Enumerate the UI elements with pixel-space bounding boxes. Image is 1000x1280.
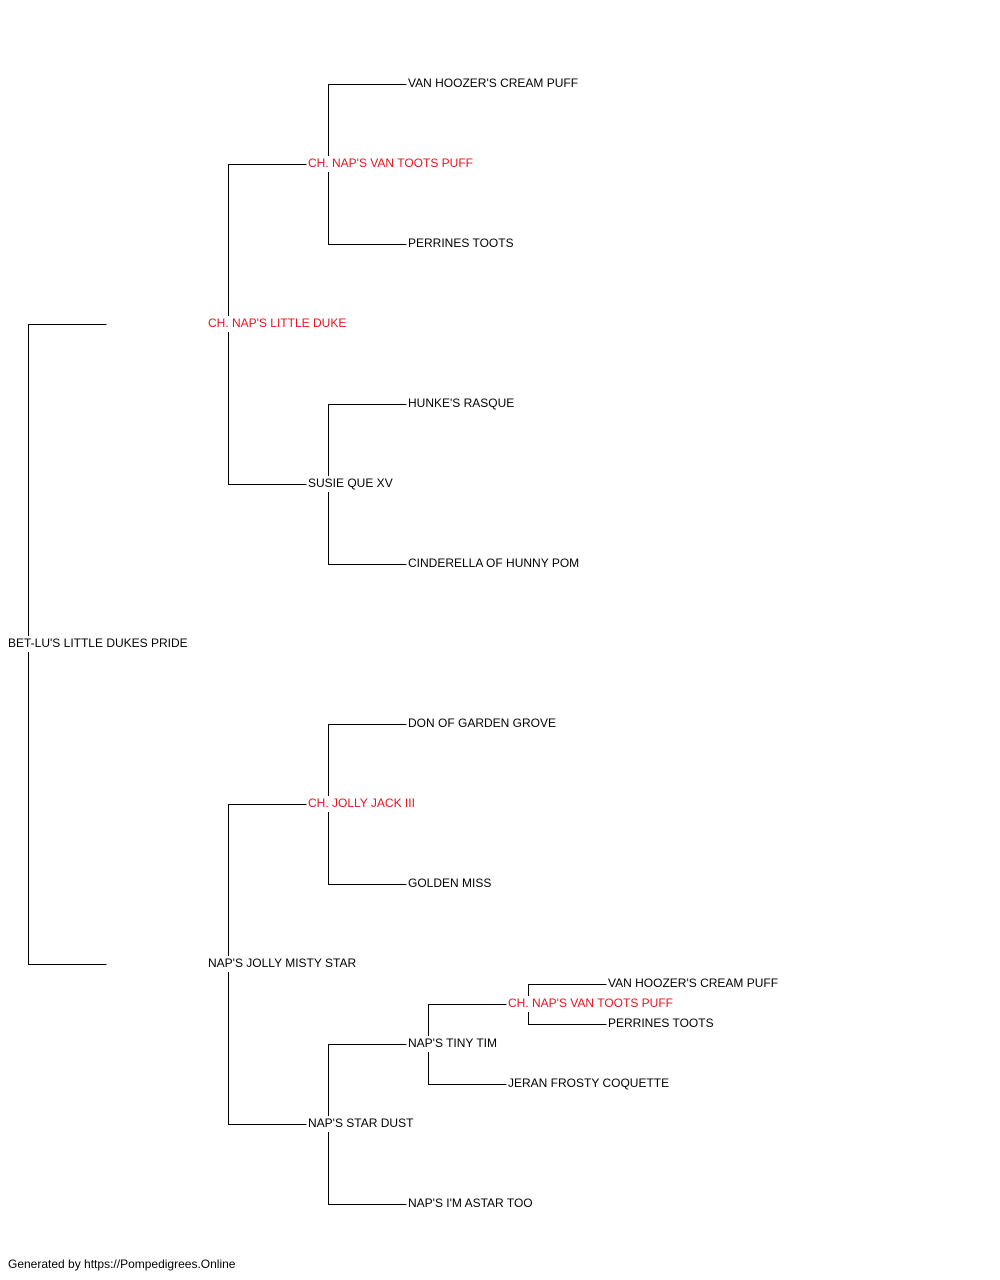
dog-name-sire-sire-sire: VAN HOOZER'S CREAM PUFF	[408, 76, 578, 90]
connector-sire	[228, 164, 307, 485]
dog-name-dam-dam-sire-dam: JERAN FROSTY COQUETTE	[508, 1076, 669, 1090]
connector-dam-dam	[328, 1044, 407, 1205]
connector-dam-dam-sire-sire	[528, 984, 607, 1025]
pedigree-connectors	[28, 84, 607, 1205]
dog-name-dam-dam-dam: NAP'S I'M ASTAR TOO	[408, 1196, 533, 1210]
dog-name-dam-sire-dam: GOLDEN MISS	[408, 876, 491, 890]
dog-name-subject: BET-LU'S LITTLE DUKES PRIDE	[8, 636, 188, 650]
dog-name-sire-dam: SUSIE QUE XV	[308, 476, 393, 490]
connector-subject	[28, 324, 107, 965]
dog-name-dam: NAP'S JOLLY MISTY STAR	[208, 956, 356, 970]
connector-dam-sire	[328, 724, 407, 885]
connector-sire-sire	[328, 84, 407, 245]
connector-sire-dam	[328, 404, 407, 565]
generated-by-footer: Generated by https://Pompedigrees.Online	[8, 1257, 236, 1271]
dog-name-dam-dam-sire-sire: CH. NAP'S VAN TOOTS PUFF	[508, 996, 673, 1010]
dog-name-sire-dam-dam: CINDERELLA OF HUNNY POM	[408, 556, 579, 570]
pedigree-labels: BET-LU'S LITTLE DUKES PRIDE CH. NAP'S LIT…	[8, 76, 778, 1210]
dog-name-sire-sire-dam: PERRINES TOOTS	[408, 236, 514, 250]
dog-name-dam-dam-sire-sire-sire: VAN HOOZER'S CREAM PUFF	[608, 976, 778, 990]
dog-name-sire: CH. NAP'S LITTLE DUKE	[208, 316, 346, 330]
dog-name-sire-dam-sire: HUNKE'S RASQUE	[408, 396, 514, 410]
dog-name-dam-dam-sire-sire-dam: PERRINES TOOTS	[608, 1016, 714, 1030]
connector-dam-dam-sire	[428, 1004, 507, 1085]
connector-dam	[228, 804, 307, 1125]
dog-name-sire-sire: CH. NAP'S VAN TOOTS PUFF	[308, 156, 473, 170]
dog-name-dam-sire: CH. JOLLY JACK III	[308, 796, 415, 810]
dog-name-dam-dam: NAP'S STAR DUST	[308, 1116, 414, 1130]
dog-name-dam-sire-sire: DON OF GARDEN GROVE	[408, 716, 556, 730]
dog-name-dam-dam-sire: NAP'S TINY TIM	[408, 1036, 497, 1050]
